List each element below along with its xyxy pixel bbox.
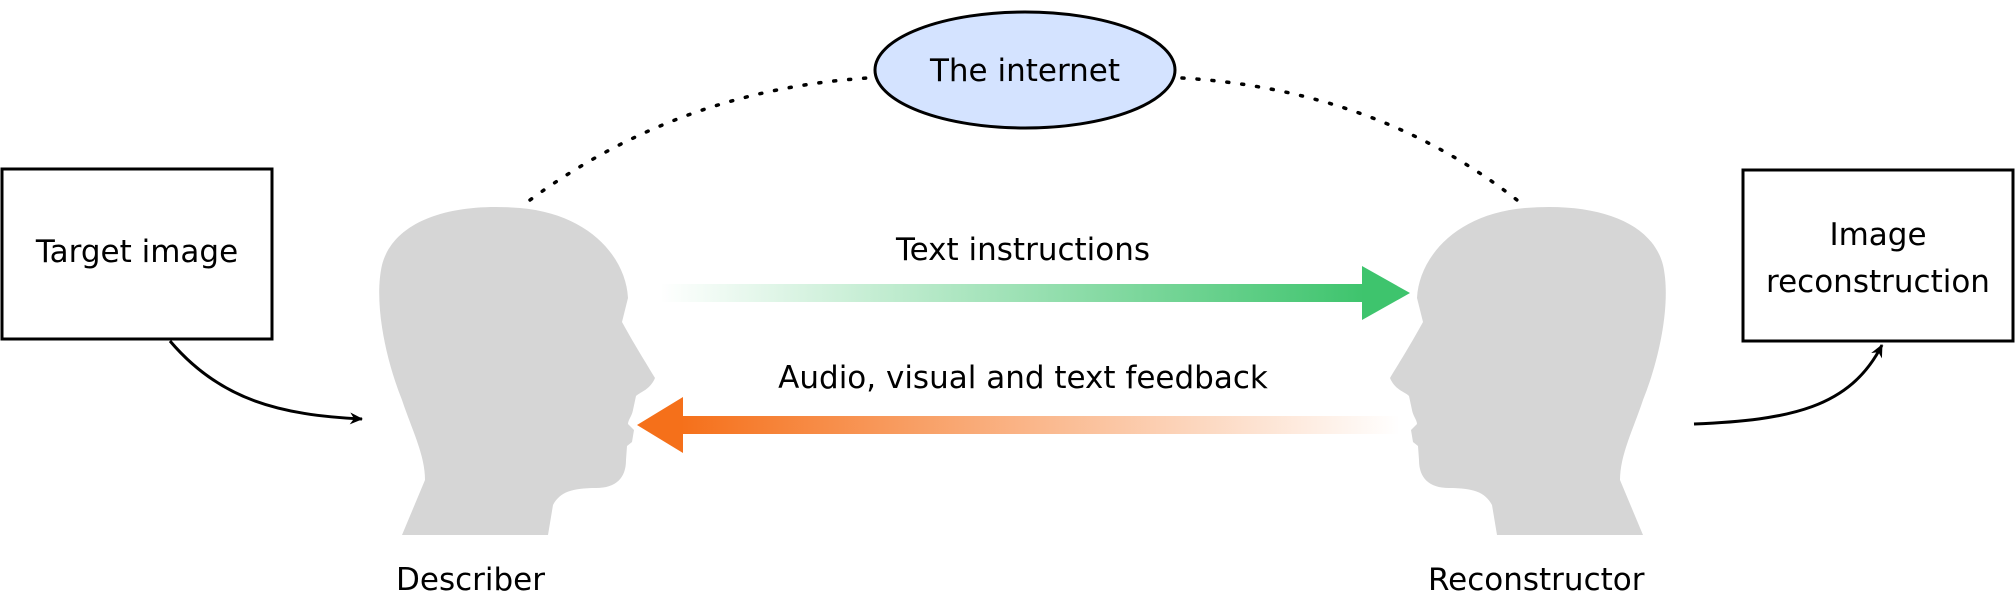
feedback-arrow: Audio, visual and text feedback (637, 360, 1400, 453)
image-reconstruction-label-line2: reconstruction (1766, 264, 1990, 300)
internet-ellipse (873, 10, 1177, 130)
feedback-arrow-shaft (680, 416, 1400, 434)
text-instructions-arrowhead (1362, 266, 1410, 320)
feedback-label: Audio, visual and text feedback (778, 360, 1268, 396)
reconstructor-head-silhouette (1390, 206, 1666, 535)
internet-node: The internet (873, 10, 1177, 130)
text-instructions-arrow: Text instructions (660, 232, 1410, 320)
target-image-box (0, 167, 274, 341)
describer-head-silhouette (379, 206, 655, 535)
reconstructor-label: Reconstructor (1428, 562, 1645, 594)
dotted-link-internet-reconstructor (1180, 76, 1524, 206)
image-reconstruction-box (1741, 168, 2015, 343)
describer-label: Describer (396, 562, 545, 594)
image-reconstruction-label-line1: Image (1829, 217, 1926, 253)
image-reconstruction-node: Image reconstruction (1741, 168, 2015, 343)
feedback-arrowhead (637, 397, 683, 453)
target-image-node: Target image (0, 167, 274, 341)
text-instructions-arrow-shaft (660, 284, 1365, 302)
internet-label: The internet (929, 53, 1120, 89)
target-to-describer-connector (168, 340, 363, 425)
text-instructions-label: Text instructions (895, 232, 1150, 268)
dotted-link-describer-internet (528, 76, 870, 202)
target-image-label: Target image (35, 234, 238, 270)
reconstructor-to-reconstruction-connector (1693, 344, 1884, 426)
